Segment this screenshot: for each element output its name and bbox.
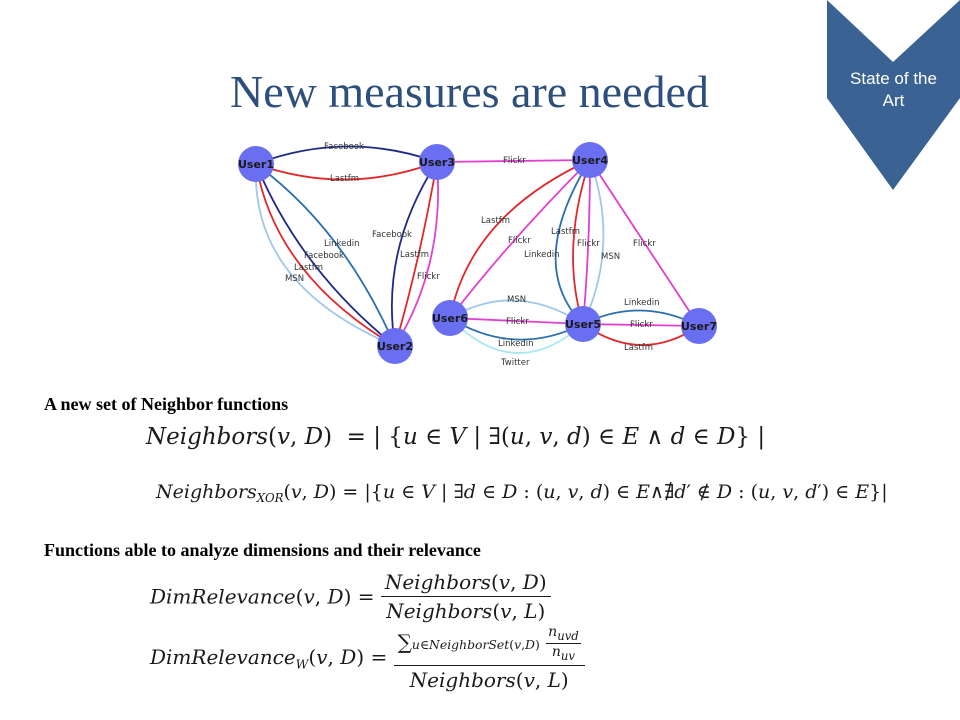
edge-u1-u2-lastfm	[255, 163, 396, 347]
formula-dim-relevance: DimRelevance(v, D) = Neighbors(v, D) Nei…	[150, 570, 551, 623]
edge-label: Flickr	[503, 156, 526, 166]
badge-label: State of the Art	[827, 68, 960, 112]
formula-neighbors: Neighbors(v, D) = | {u ∈ V | ∃(u, v, d) …	[146, 424, 766, 450]
badge-label-line1: State of the	[850, 69, 937, 88]
edge-label: Flickr	[633, 239, 656, 249]
edge-label: Lastfm	[400, 250, 429, 260]
edge-label: Facebook	[304, 251, 344, 261]
edge-label: Flickr	[508, 236, 531, 246]
slide-title: New measures are needed	[230, 66, 709, 117]
edge-u4-u5-lastfm	[572, 159, 591, 325]
state-of-the-art-badge: State of the Art	[827, 0, 960, 190]
node-label-user2: User2	[377, 340, 413, 353]
formula-dim-relevance-weighted: DimRelevanceW(v, D) = ∑u∈NeighborSet(v,D…	[150, 624, 585, 692]
edge-u3-u2-flickr	[394, 161, 440, 347]
badge-label-line2: Art	[882, 91, 905, 110]
edge-u5-u7-flickr	[582, 323, 700, 327]
node-label-user1: User1	[238, 158, 274, 171]
edge-u4-u5-flickr	[582, 159, 591, 325]
node-user6	[432, 300, 468, 336]
edge-label: Flickr	[417, 272, 440, 282]
edge-label: Flickr	[506, 317, 529, 327]
edge-label: Lastfm	[330, 174, 359, 184]
edge-label: Facebook	[372, 230, 412, 240]
edge-label: Flickr	[577, 239, 600, 249]
edge-u6-u5-twitter	[449, 317, 584, 354]
edge-u1-u3-lastfm	[255, 161, 438, 181]
edge-label: Lastfm	[481, 216, 510, 226]
edge-label: Linkedin	[324, 239, 359, 249]
edge-u4-u7-flickr	[589, 159, 700, 327]
edge-label: MSN	[285, 274, 304, 284]
edge-label: Lastfm	[624, 343, 653, 353]
edge-label: Linkedin	[498, 339, 533, 349]
edge-label: Lastfm	[294, 263, 323, 273]
formula-neighbors-xor: NeighborsXOR(v, D) = |{u ∈ V | ∃d ∈ D : …	[156, 481, 888, 506]
node-user5	[565, 306, 601, 342]
edge-u1-u2-facebook	[255, 163, 396, 347]
section-heading-neighbor-functions: A new set of Neighbor functions	[44, 394, 289, 414]
edge-label: Facebook	[324, 142, 364, 152]
node-user1	[238, 146, 274, 182]
node-user3	[419, 144, 455, 180]
edge-u1-u2-linkedin	[255, 163, 396, 347]
node-label-user5: User5	[565, 318, 601, 331]
node-label-user3: User3	[419, 156, 455, 169]
edge-u4-u5-linkedin	[554, 159, 591, 325]
edge-u3-u2-facebook	[390, 161, 438, 347]
edge-label: Lastfm	[551, 227, 580, 237]
edge-u3-u2-lastfm	[394, 161, 438, 347]
node-label-user4: User4	[572, 154, 608, 167]
edge-label: Linkedin	[524, 250, 559, 260]
edge-u1-u3-facebook	[255, 145, 438, 165]
badge-chevron-shape	[827, 0, 960, 190]
edge-u3-u4-flickr	[436, 159, 591, 163]
node-label-user6: User6	[432, 312, 468, 325]
node-user7	[681, 308, 717, 344]
node-user2	[377, 328, 413, 364]
edge-u4-u6-flickr	[449, 159, 591, 319]
edge-u4-u5-msn	[582, 159, 605, 325]
edge-u4-u6-lastfm	[449, 159, 591, 319]
edge-label: MSN	[507, 295, 526, 305]
edge-u6-u5-flickr	[449, 317, 584, 325]
edge-label: Twitter	[500, 358, 530, 368]
section-heading-dimension-relevance: Functions able to analyze dimensions and…	[44, 540, 481, 560]
edge-label: Linkedin	[624, 298, 659, 308]
node-user4	[572, 142, 608, 178]
edge-label: Flickr	[630, 320, 653, 330]
node-label-user7: User7	[681, 320, 717, 333]
edge-u1-u2-msn	[254, 163, 396, 347]
edge-label: MSN	[601, 252, 620, 262]
